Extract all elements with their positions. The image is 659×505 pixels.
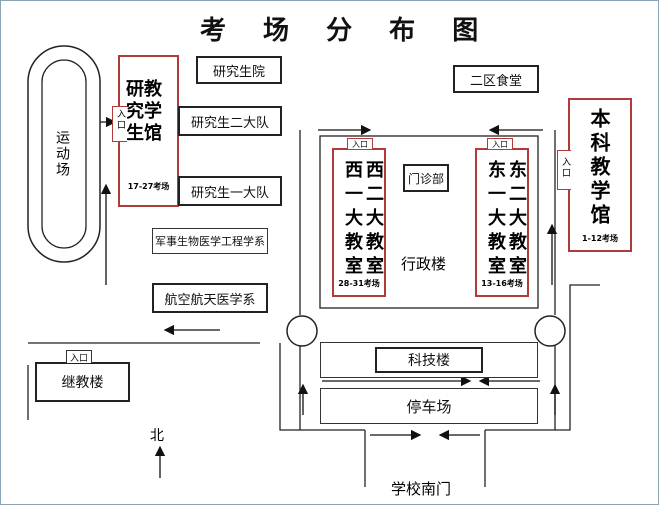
graduate-second-brigade: 研究生二大队	[178, 106, 282, 136]
continuing-education-entrance[interactable]: 入口	[66, 350, 92, 364]
east-hall-1: 东一大教室	[485, 160, 506, 280]
west-hall-rooms: 28-31考场	[338, 279, 380, 288]
graduate-first-brigade: 研究生一大队	[178, 176, 282, 206]
graduate-hall-rooms: 17-27考场	[127, 182, 170, 191]
undergraduate-hall-name: 本科教学馆	[587, 108, 611, 228]
west-hall-2: 西二大教室	[363, 160, 384, 280]
hall-line-1: 研教	[126, 79, 162, 100]
south-gate: 学校南门	[391, 480, 452, 498]
roundabout-right	[534, 315, 566, 347]
west-lecture-halls[interactable]: 西一大教室 西二大教室 28-31考场	[332, 148, 386, 297]
hall-line-3: 生馆	[126, 123, 162, 144]
undergraduate-hall-rooms: 1-12考场	[581, 234, 619, 243]
west-hall-entrance[interactable]: 入口	[347, 138, 373, 149]
military-biomed-engineering: 军事生物医学工程学系	[152, 228, 268, 254]
east-lecture-halls[interactable]: 东一大教室 东二大教室 13-16考场	[475, 148, 529, 297]
continuing-education-building: 继教楼	[35, 362, 130, 402]
east-hall-entrance[interactable]: 入口	[487, 138, 513, 149]
graduate-hall-entrance[interactable]: 入口	[112, 106, 127, 142]
administration-building: 行政楼	[401, 255, 447, 273]
west-hall-1: 西一大教室	[342, 160, 363, 280]
undergraduate-hall-entrance[interactable]: 入口	[557, 150, 571, 190]
undergraduate-teaching-hall[interactable]: 本科教学馆 1-12考场	[568, 98, 632, 252]
aerospace-medicine: 航空航天医学系	[152, 283, 268, 313]
track-inner	[41, 59, 87, 249]
graduate-teaching-hall[interactable]: 研教 究学 生馆 17-27考场	[118, 55, 179, 207]
hall-line-2: 究学	[126, 101, 162, 122]
tech-building-area: 科技楼	[320, 342, 538, 378]
sports-field-label: 运动场	[54, 130, 70, 178]
parking-lot: 停车场	[320, 388, 538, 424]
east-hall-2: 东二大教室	[506, 160, 527, 280]
map-title: 考 场 分 布 图	[200, 16, 493, 46]
north-label: 北	[150, 428, 164, 444]
clinic: 门诊部	[403, 164, 449, 192]
tech-building: 科技楼	[375, 347, 483, 373]
canteen-area-2: 二区食堂	[453, 65, 539, 93]
graduate-school: 研究生院	[196, 56, 282, 84]
roundabout-left	[286, 315, 318, 347]
east-hall-rooms: 13-16考场	[481, 279, 523, 288]
